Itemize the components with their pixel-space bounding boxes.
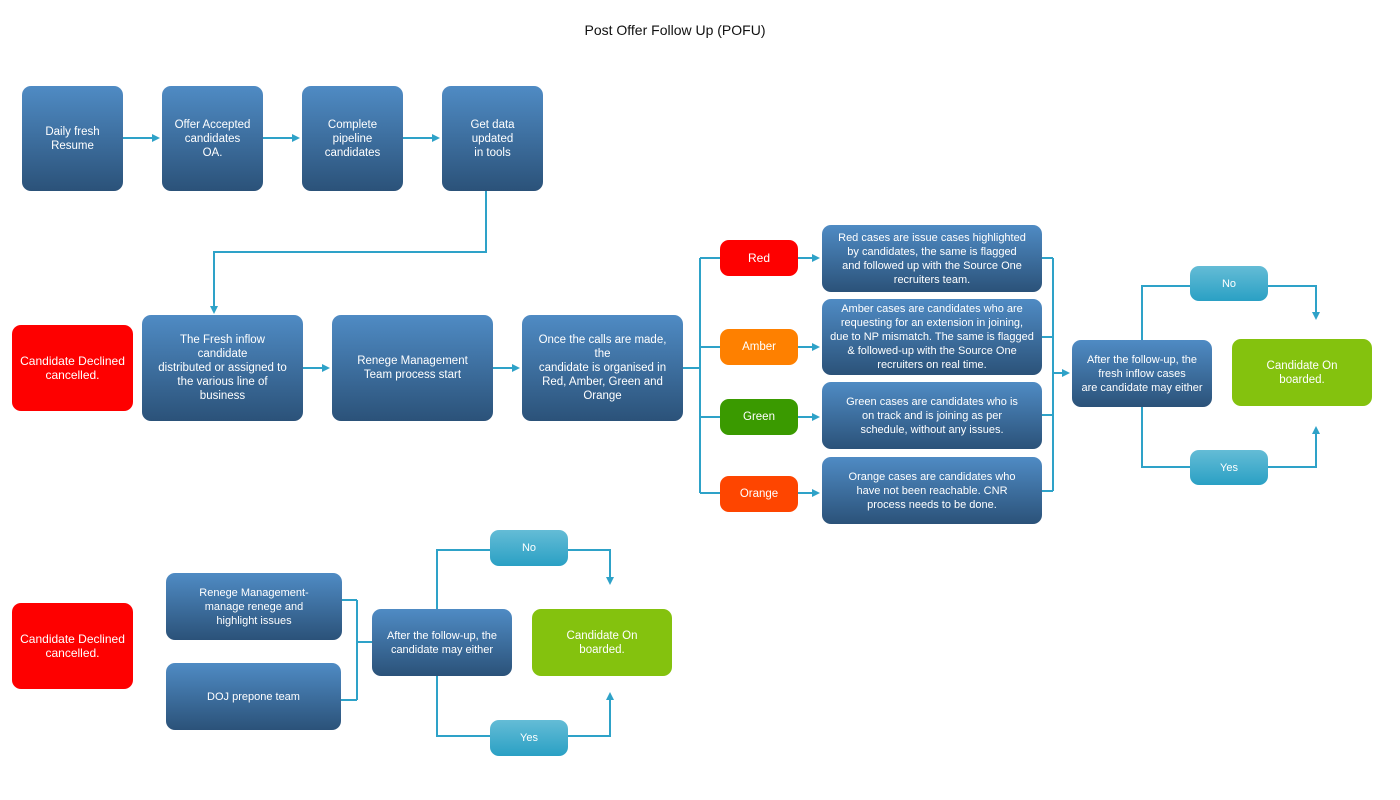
badge-amber: Amber: [720, 329, 798, 365]
badge-orange: Orange: [720, 476, 798, 512]
diagram-title: Post Offer Follow Up (POFU): [584, 22, 766, 38]
decision-no: No: [1190, 266, 1268, 301]
node-follow-up: After the follow-up, the fresh inflow ca…: [1072, 340, 1212, 407]
node-candidate-declined-bottom: Candidate Declined cancelled.: [12, 603, 133, 689]
node-fresh-inflow: The Fresh inflow candidate distributed o…: [142, 315, 303, 421]
path-yes-bottom: [436, 676, 610, 737]
node-get-data-updated: Get data updated in tools: [442, 86, 543, 191]
desc-green: Green cases are candidates who is on tra…: [822, 382, 1042, 449]
node-organised: Once the calls are made, the candidate i…: [522, 315, 683, 421]
desc-amber: Amber cases are candidates who are reque…: [822, 299, 1042, 375]
merge-bottom: [341, 599, 372, 701]
node-candidate-declined: Candidate Declined cancelled.: [12, 325, 133, 411]
badge-green: Green: [720, 399, 798, 435]
badge-red: Red: [720, 240, 798, 276]
node-onboarded: Candidate On boarded.: [1232, 339, 1372, 406]
desc-orange: Orange cases are candidates who have not…: [822, 457, 1042, 524]
node-onboarded-bottom: Candidate On boarded.: [532, 609, 672, 676]
path-no-bottom: [436, 549, 610, 609]
decision-yes-bottom: Yes: [490, 720, 568, 756]
node-complete-pipeline: Complete pipeline candidates: [302, 86, 403, 191]
merge-descriptions: [1042, 257, 1054, 492]
arrow-tools-to-fresh: [210, 191, 487, 314]
node-renege-manage: Renege Management- manage renege and hig…: [166, 573, 342, 640]
path-no: [1141, 285, 1316, 340]
node-doj-prepone: DOJ prepone team: [166, 663, 341, 730]
path-yes: [1141, 406, 1316, 468]
decision-no-bottom: No: [490, 530, 568, 566]
node-follow-up-bottom: After the follow-up, the candidate may e…: [372, 609, 512, 676]
node-daily-fresh-resume: Daily fresh Resume: [22, 86, 123, 191]
decision-yes: Yes: [1190, 450, 1268, 485]
node-offer-accepted: Offer Accepted candidates OA.: [162, 86, 263, 191]
node-renege-start: Renege Management Team process start: [332, 315, 493, 421]
desc-red: Red cases are issue cases highlighted by…: [822, 225, 1042, 292]
branch-organised: [683, 257, 720, 494]
